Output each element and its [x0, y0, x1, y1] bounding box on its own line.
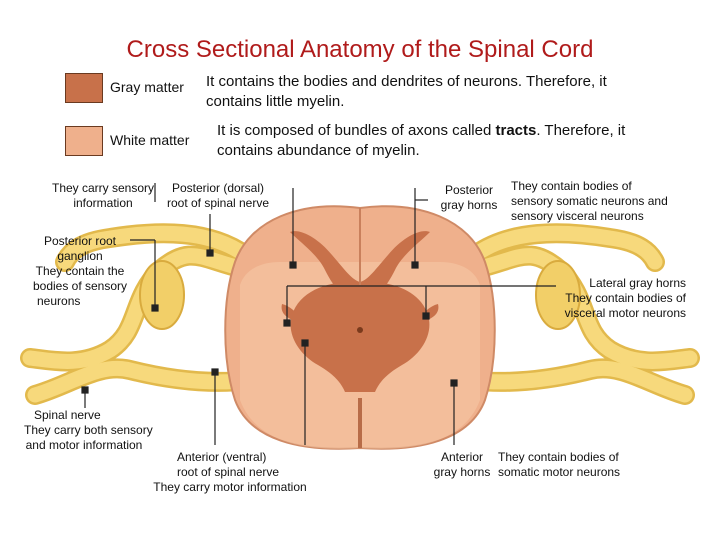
right-posterior-root-ganglion — [535, 260, 581, 330]
left-posterior-root-ganglion — [139, 260, 185, 330]
gray-matter-swatch — [65, 73, 103, 103]
page-title: Cross Sectional Anatomy of the Spinal Co… — [126, 36, 594, 63]
posterior-dorsal-root-label: Posterior (dorsal) root of spinal nerve — [166, 181, 270, 210]
posterior-root-ganglion-label: Posterior root ganglion They contain the… — [32, 234, 128, 308]
white-matter-swatch — [65, 126, 103, 156]
white-matter-description: It is composed of bundles of axons calle… — [217, 121, 625, 161]
anterior-gray-horns-description: They contain bodies of somatic motor neu… — [498, 450, 621, 479]
gray-matter-description: It contains the bodies and dendrites of … — [206, 72, 607, 112]
leader-lines — [81, 183, 556, 445]
gray-matter-desc-line-2: contains little myelin. — [206, 93, 345, 110]
lateral-gray-horns-label: Lateral gray horns They contain bodies o… — [564, 276, 686, 320]
white-matter-desc-line-2: contains abundance of myelin. — [217, 142, 420, 159]
posterior-gray-horns-description: They contain bodies of sensory somatic n… — [511, 179, 668, 223]
anterior-ventral-root-label: Anterior (ventral) root of spinal nerve … — [153, 450, 307, 494]
sensory-information-label: They carry sensory information — [51, 181, 155, 210]
gray-matter-center — [290, 281, 430, 392]
posterior-gray-horns-label: Posterior gray horns — [440, 183, 498, 212]
posterior-gray-horns-shape — [290, 231, 430, 300]
gray-matter-label: Gray matter — [110, 79, 184, 95]
tracts-term: tracts — [495, 122, 537, 139]
spinal-nerve-label: Spinal nerve They carry both sensory and… — [24, 408, 153, 452]
left-lateral-horn-shape — [281, 304, 300, 322]
anterior-gray-horns-label: Anterior gray horns — [433, 450, 491, 479]
central-canal — [357, 327, 363, 333]
white-matter-desc-line-1: It is composed of bundles of axons calle… — [217, 122, 626, 139]
gray-matter-desc-line-1: It contains the bodies and dendrites of … — [206, 73, 607, 90]
white-matter-label: White matter — [110, 132, 190, 148]
